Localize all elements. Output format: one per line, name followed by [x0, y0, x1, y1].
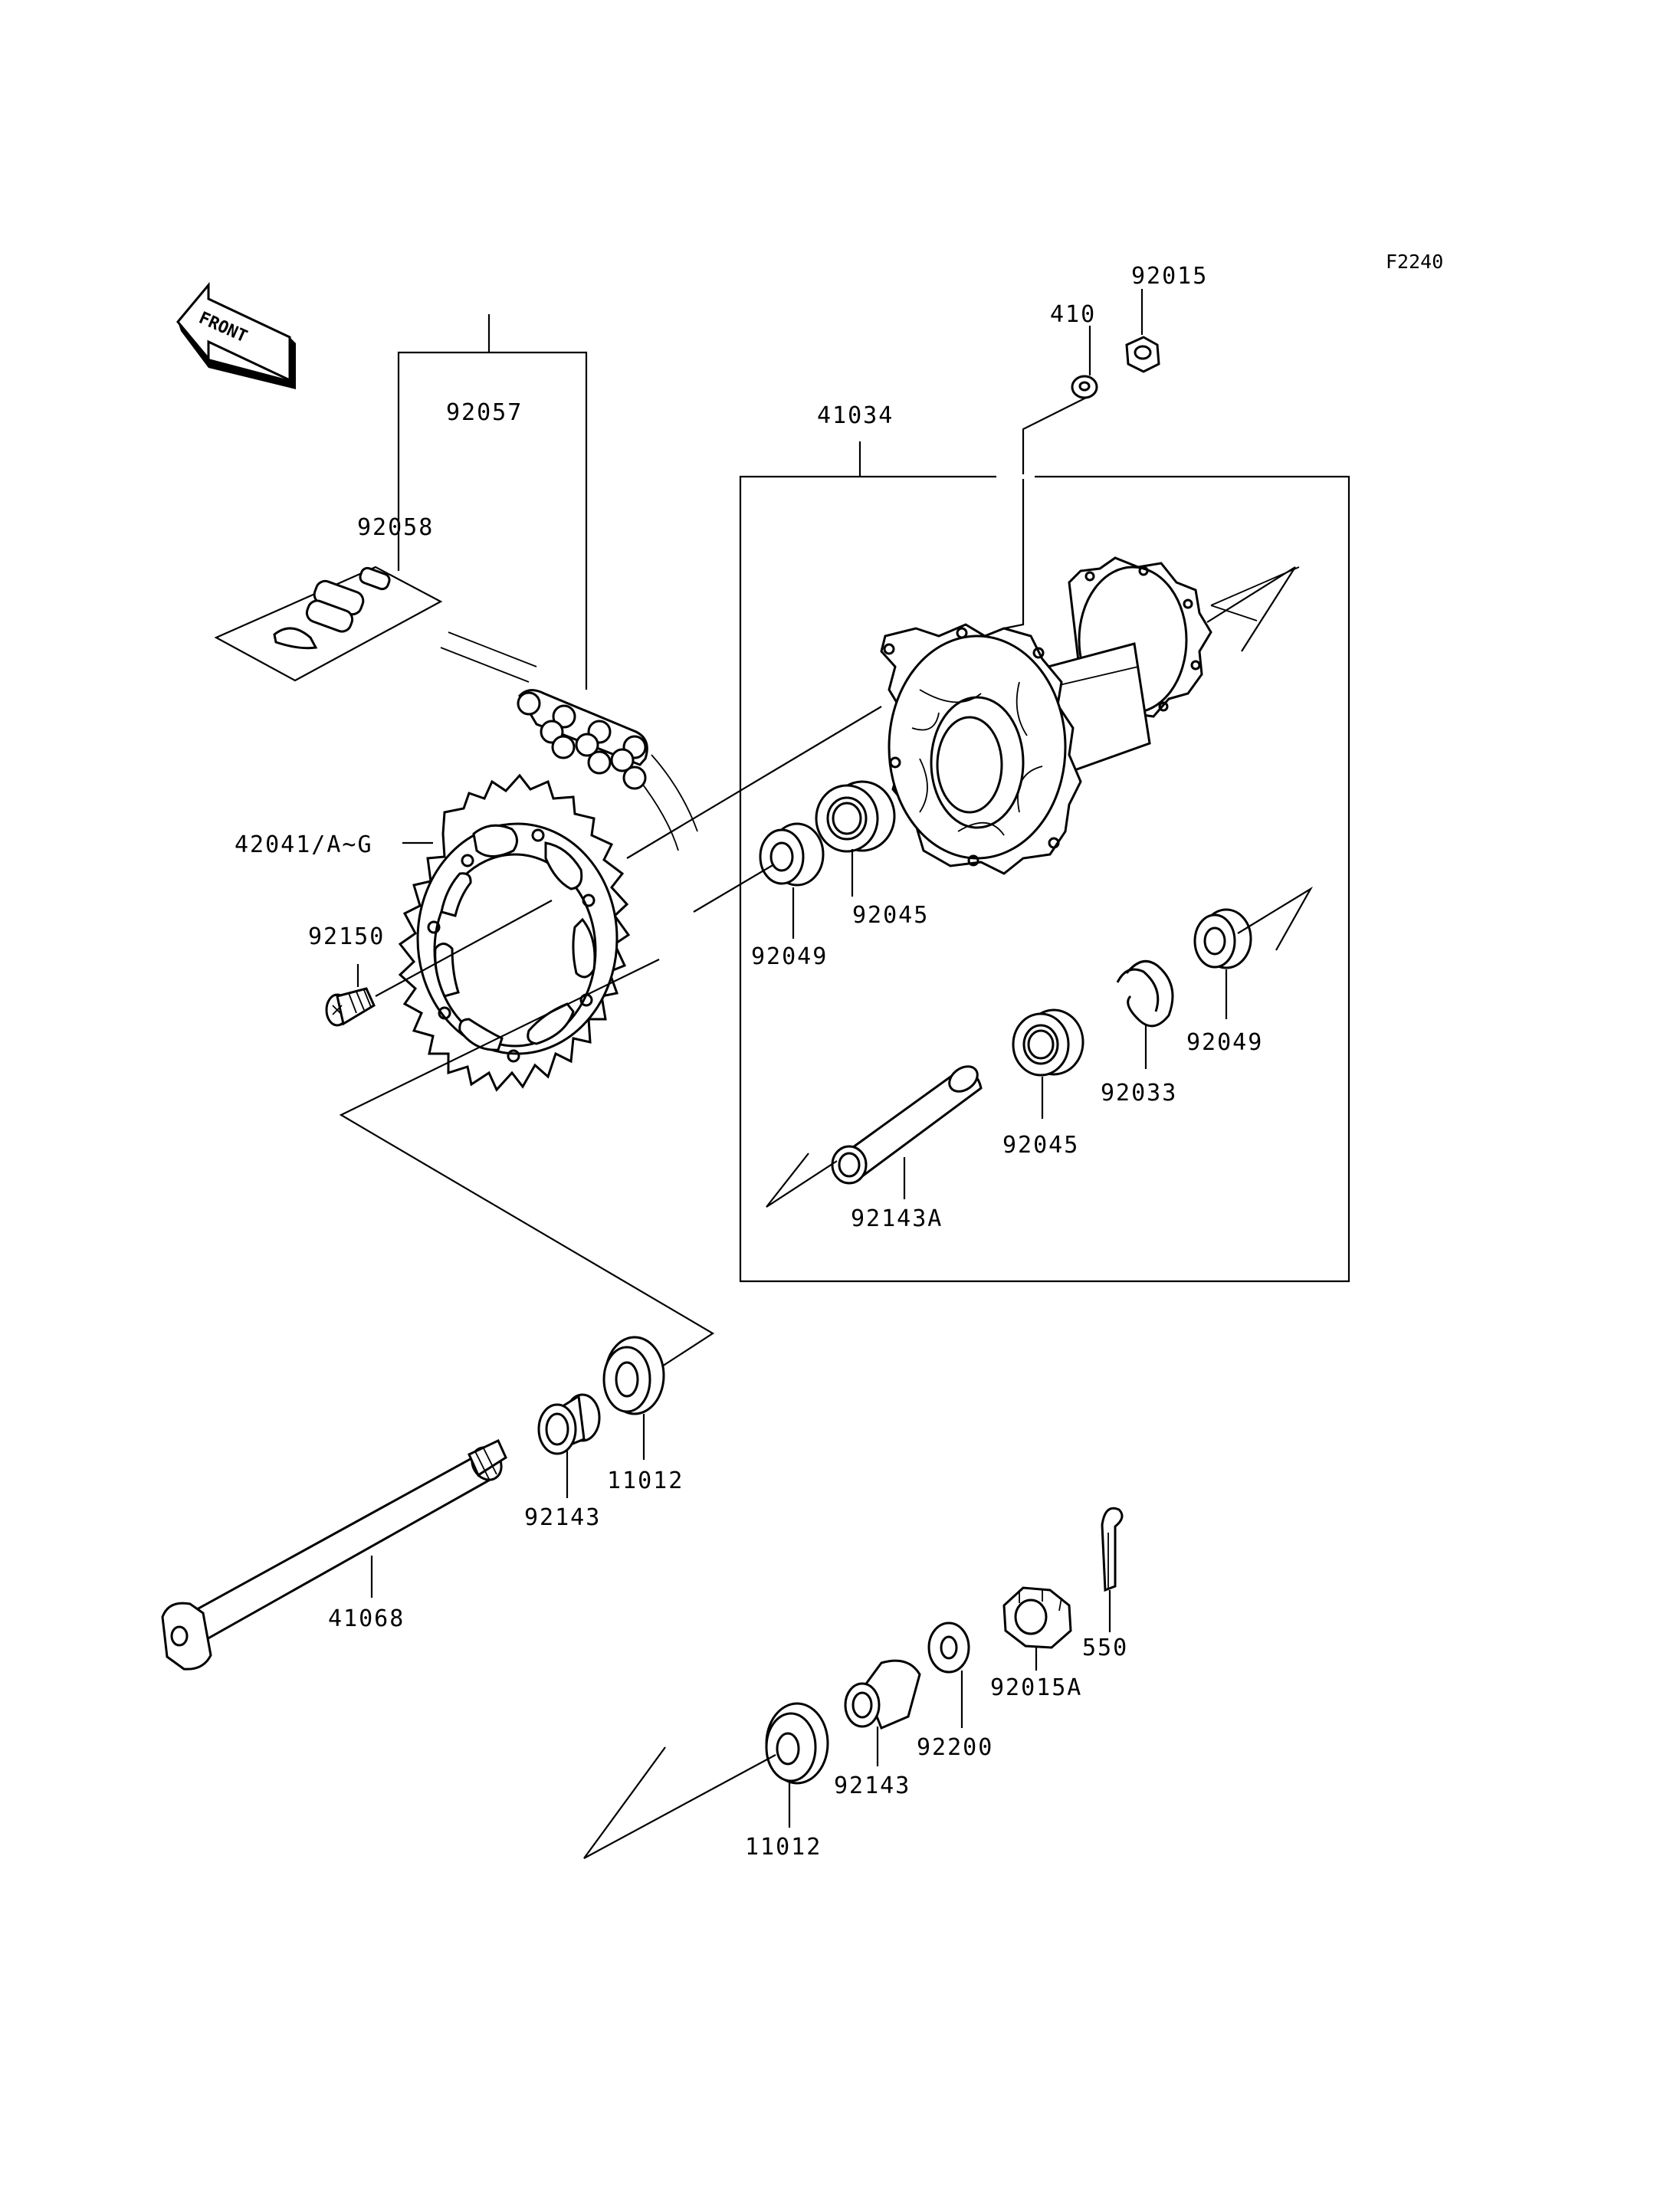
label-11012-lower: 11012 [745, 1834, 822, 1861]
rear-hub [880, 556, 1300, 875]
sprocket-42041 [398, 773, 631, 1092]
label-92045-lower: 92045 [1002, 1132, 1079, 1159]
bearing-92045-upper [815, 780, 896, 853]
collar-11012-upper [602, 1336, 665, 1415]
seal-92049-lower [1193, 908, 1252, 969]
circlip-92033 [1116, 959, 1174, 1028]
label-92143-lower: 92143 [834, 1772, 911, 1799]
label-92049-lower: 92049 [1186, 1029, 1263, 1056]
label-92200: 92200 [917, 1734, 993, 1761]
label-42041: 42041/A~G [235, 831, 373, 858]
label-92143A: 92143A [851, 1205, 943, 1232]
label-92143-upper: 92143 [524, 1504, 601, 1531]
spacer-92143A [831, 1065, 983, 1185]
label-11012-upper: 11012 [607, 1467, 684, 1494]
label-41068: 41068 [328, 1605, 405, 1632]
bolt-92150 [325, 987, 376, 1027]
axle-41068 [161, 1438, 507, 1671]
label-92045-upper: 92045 [852, 902, 929, 929]
bearing-92045-lower [1012, 1008, 1084, 1077]
label-550: 550 [1082, 1635, 1128, 1661]
label-92150: 92150 [308, 923, 385, 950]
castle-nut-92015A [1002, 1586, 1072, 1649]
master-link-92058 [214, 566, 443, 682]
label-410: 410 [1050, 301, 1096, 328]
label-41034: 41034 [817, 402, 894, 429]
label-92057: 92057 [446, 399, 523, 426]
label-92015A: 92015A [990, 1674, 1082, 1701]
label-92015: 92015 [1131, 263, 1208, 290]
washer-92200 [927, 1622, 970, 1674]
label-92033: 92033 [1101, 1080, 1177, 1107]
label-92058: 92058 [357, 514, 434, 541]
figure-code: F2240 [1386, 251, 1443, 273]
hub-assembly-box [739, 394, 1350, 1283]
label-92049-upper: 92049 [751, 943, 828, 970]
collar-11012-lower [765, 1702, 829, 1785]
washer-410 [1071, 375, 1098, 399]
front-arrow-icon: FRONT [176, 281, 296, 389]
cotter-pin-550 [1101, 1507, 1124, 1592]
drive-chain-92057 [440, 631, 698, 851]
spacer-92143-lower [844, 1659, 921, 1730]
seal-92049-upper [759, 822, 825, 887]
spacer-92143-upper [537, 1393, 601, 1455]
nut-92015 [1125, 336, 1160, 373]
